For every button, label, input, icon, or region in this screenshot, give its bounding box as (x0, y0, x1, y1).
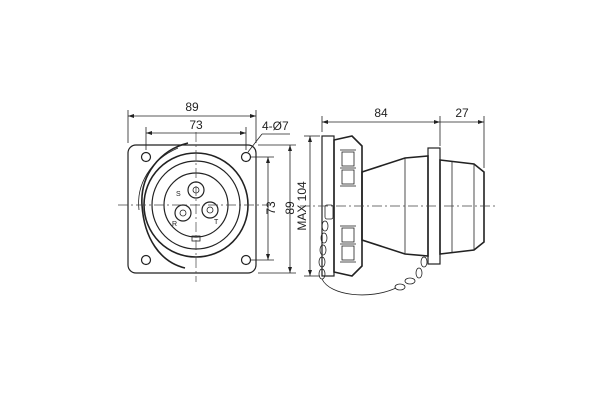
dim-height-outer: 89 (283, 201, 297, 215)
pin-label-left: R (172, 221, 177, 228)
mounting-hole-top-left (140, 151, 152, 163)
dim-cap: 27 (455, 106, 469, 120)
pin-label-top: S (176, 191, 181, 198)
pin-right (201, 201, 219, 219)
dim-width-outer: 89 (185, 100, 199, 114)
dim-hole: 4-Ø7 (262, 119, 289, 133)
dim-width-inner: 73 (189, 118, 203, 132)
front-view: S R T 89 73 4-Ø7 73 (118, 100, 297, 282)
dim-height-inner: 73 (264, 201, 278, 215)
pin-label-right: T (214, 219, 219, 226)
mounting-hole-bottom-right (240, 254, 252, 266)
hinged-lid-edge (138, 147, 179, 211)
mounting-plate (127, 144, 257, 274)
lid-chain (318, 204, 428, 296)
dim-length: 84 (374, 106, 388, 120)
side-ribs (340, 149, 356, 263)
side-ribbed-body (333, 135, 363, 277)
socket-pins (174, 181, 219, 222)
side-cable-cap (439, 159, 485, 255)
side-view: 84 27 MAX 104 (295, 106, 498, 296)
pin-left (174, 204, 192, 222)
mounting-hole-top-right (240, 151, 252, 163)
hole-leader (247, 133, 263, 153)
mounting-hole-bottom-left (140, 254, 152, 266)
dim-max-height: MAX 104 (295, 181, 309, 231)
